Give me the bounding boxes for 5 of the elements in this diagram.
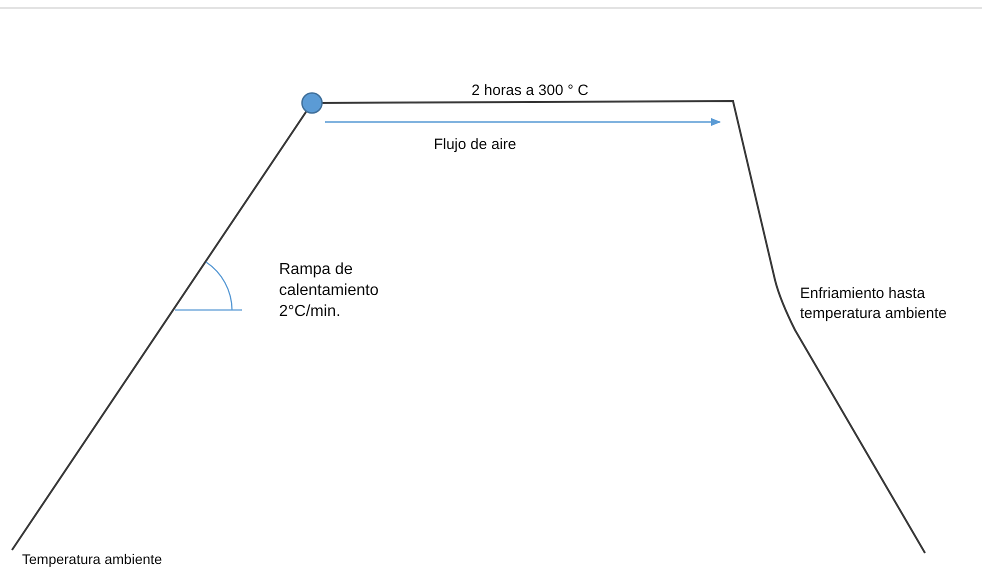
cooling-label: Enfriamiento hasta temperatura ambiente <box>800 284 948 323</box>
ambient-temperature-label: Temperatura ambiente <box>22 550 164 568</box>
airflow-label: Flujo de aire <box>432 135 518 154</box>
heating-ramp-label: Rampa de calentamiento 2°C/min. <box>279 260 380 322</box>
temperature-label: 2 horas a 300 ° C <box>470 81 590 100</box>
